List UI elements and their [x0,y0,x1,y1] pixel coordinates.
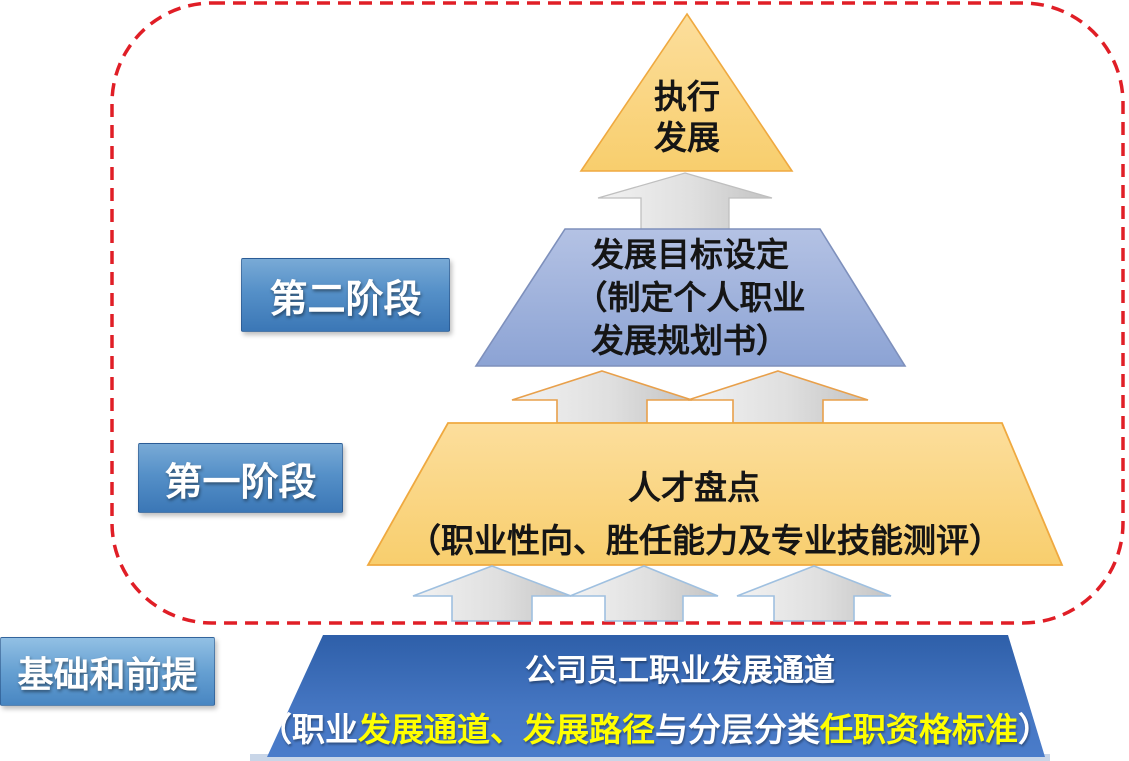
pyramid-middle-line3: 发展规划书） [591,322,789,359]
up-arrow-mid-right [687,370,869,424]
pyramid-top-line1: 执行 [654,78,720,115]
up-arrow-base-center [569,565,719,622]
base-banner-shape [267,635,1045,757]
pyramid-top-label: 执行 发展 [597,76,777,158]
up-arrow-base-right [736,565,892,622]
pyramid-top-triangle [579,12,794,172]
banner-subtitle-segment: （职业 [259,711,358,748]
dashed-boundary [110,1,1125,625]
up-arrow-mid-left [511,370,693,424]
pyramid-middle-line2: （制定个人职业 [574,279,806,316]
banner-subtitle-segment: 与分层分类 [655,711,820,748]
up-arrow-base-left [412,565,572,622]
banner-subtitle-segment-highlight: 发展通道、发展路径 [358,711,655,748]
banner-base-highlight [250,754,1050,761]
pyramid-bottom-title: 人才盘点 [628,469,760,506]
banner-subtitle-segment-highlight: 任职资格标准 [820,711,1018,748]
up-arrow-top [597,172,773,232]
pyramid-bottom-subtitle: （职业性向、胜任能力及专业技能测评） [408,522,1002,559]
pyramid-top-line2: 发展 [654,119,720,156]
base-label: 基础和前提 [0,637,215,706]
banner-subtitle-segment: ） [1018,711,1051,748]
banner-title: 公司员工职业发展通道 [525,653,835,688]
stage1-label: 第一阶段 [138,443,343,513]
pyramid-middle-trapezoid [474,228,907,367]
pyramid-middle-label: 发展目标设定 （制定个人职业 发展规划书） [490,233,890,362]
banner-subtitle: （职业发展通道、发展路径与分层分类任职资格标准） [255,703,1055,751]
pyramid-middle-line1: 发展目标设定 [591,236,789,273]
pyramid-bottom-trapezoid [366,422,1064,566]
stage2-label: 第二阶段 [241,258,450,332]
